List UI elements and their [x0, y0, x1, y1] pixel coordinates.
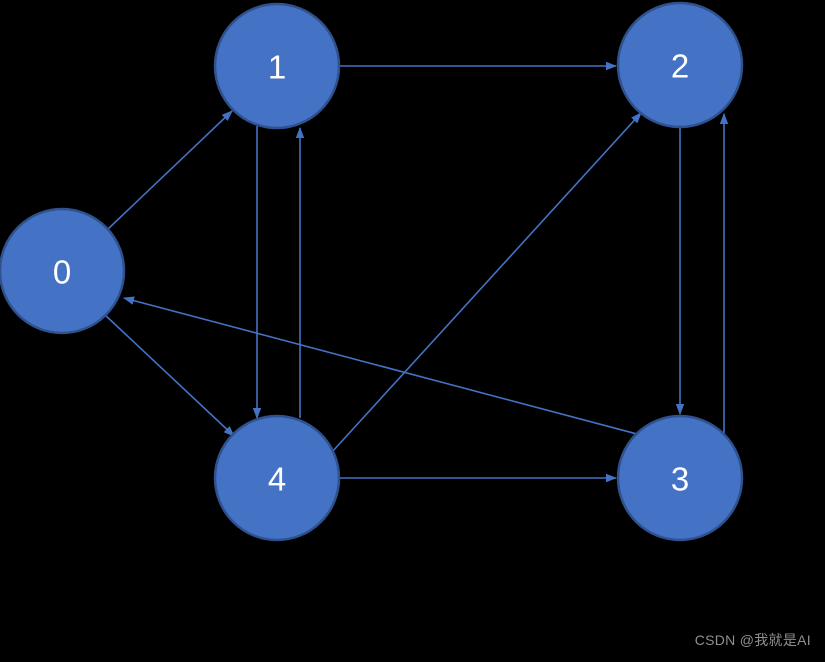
- graph-node-3[interactable]: 3: [616, 414, 744, 542]
- nodes-layer: 0 1 2 3 4: [0, 1, 744, 542]
- watermark-text: CSDN @我就是AI: [694, 632, 811, 648]
- node-circle-0[interactable]: [0, 207, 126, 335]
- node-circle-4[interactable]: [213, 414, 341, 542]
- edge-0-to-1: [107, 110, 233, 230]
- edge-3-to-0: [122, 296, 638, 435]
- node-circle-2[interactable]: [616, 1, 744, 129]
- node-circle-3[interactable]: [616, 414, 744, 542]
- node-circle-1[interactable]: [213, 2, 341, 130]
- graph-node-1[interactable]: 1: [213, 2, 341, 130]
- edge-0-to-4: [103, 313, 235, 437]
- node-label-1: 1: [268, 49, 286, 86]
- node-label-3: 3: [671, 461, 689, 498]
- edges-layer: [103, 61, 729, 483]
- graph-node-0[interactable]: 0: [0, 207, 126, 335]
- node-label-0: 0: [53, 254, 71, 291]
- graph-node-4[interactable]: 4: [213, 414, 341, 542]
- node-label-2: 2: [671, 48, 689, 85]
- graph-node-2[interactable]: 2: [616, 1, 744, 129]
- node-label-4: 4: [268, 461, 286, 498]
- edge-4-to-2: [331, 112, 642, 453]
